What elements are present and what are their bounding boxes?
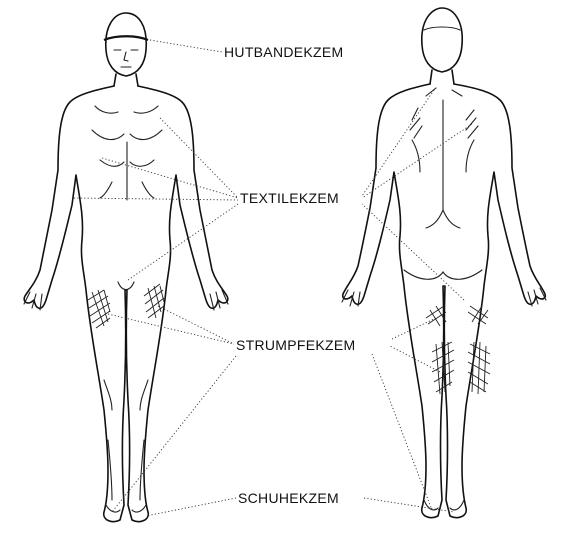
front-figure <box>24 13 228 522</box>
leader-textile-back-shoulder <box>362 90 434 196</box>
leader-textile-front-chest <box>102 158 238 198</box>
leader-shoe-front-right <box>146 498 236 516</box>
leader-stocking-back-calf <box>390 346 440 372</box>
front-hat-band <box>104 36 148 40</box>
leader-textile-front-waist <box>74 198 238 200</box>
front-thigh-hatch-right <box>144 284 164 318</box>
leader-textile-back-side <box>362 124 472 198</box>
label-stocking-eczema: STRUMPFEKZEM <box>236 337 356 353</box>
label-hat-band-eczema: HUTBANDEKZEM <box>224 44 344 60</box>
leader-lines <box>74 40 472 516</box>
leader-stocking-back-knee <box>390 318 436 340</box>
label-shoe-eczema: SCHUHEKZEM <box>238 490 339 506</box>
back-knee-hatch-right <box>468 306 488 324</box>
leader-stocking-front-right <box>158 306 234 344</box>
leader-shoe-front-left <box>112 356 236 512</box>
front-thigh-hatch-left <box>88 290 110 328</box>
leader-shoe-back-left <box>372 354 432 510</box>
leader-hat-band <box>150 40 222 52</box>
label-textile-eczema: TEXTILEKZEM <box>240 190 339 206</box>
leader-textile-front-shoulder <box>160 118 238 198</box>
back-figure <box>342 8 546 518</box>
back-calf-hatch-right <box>468 342 490 394</box>
